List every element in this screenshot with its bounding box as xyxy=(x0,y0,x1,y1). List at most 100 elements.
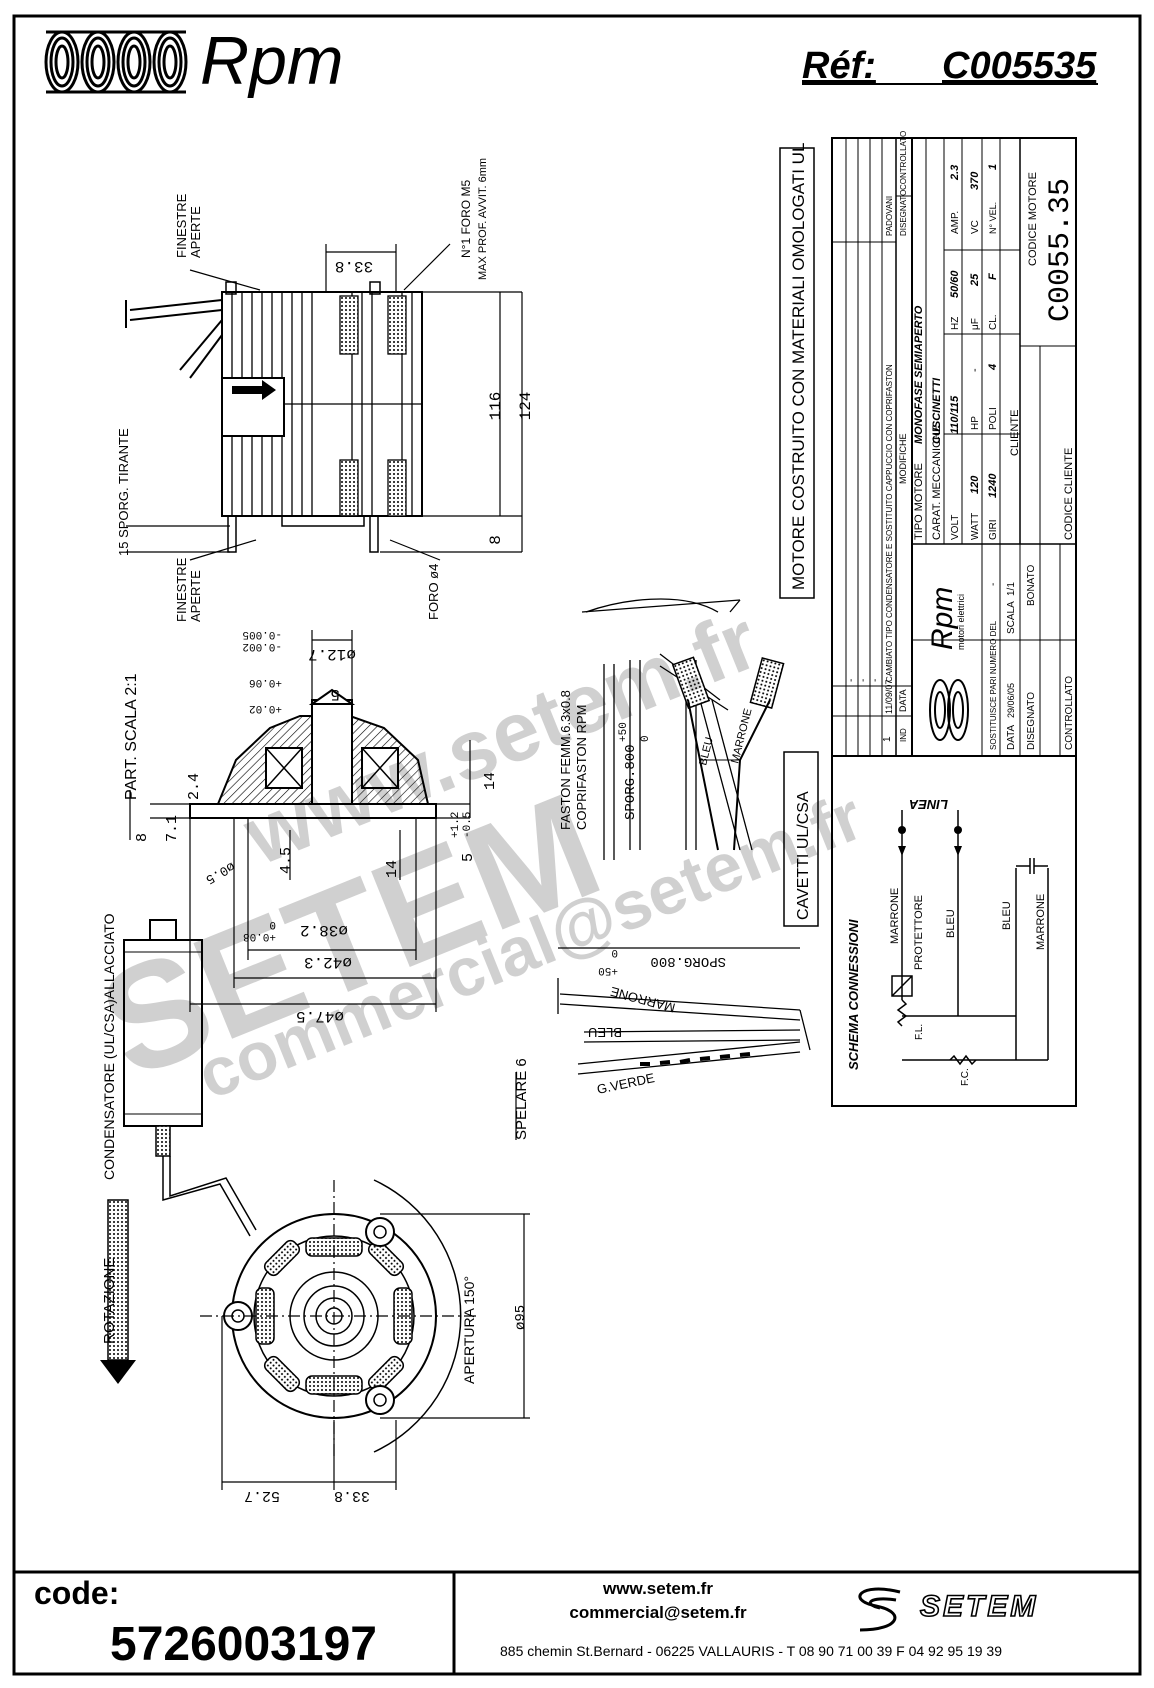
controllato-label: CONTROLLATO xyxy=(1064,676,1075,750)
sostituisce-value: - xyxy=(988,583,999,586)
dim-1-2: +1.2 xyxy=(450,812,462,838)
marrone-label-a: MARRONE xyxy=(729,707,754,764)
apertura-label: APERTURA 150° xyxy=(461,1276,477,1384)
foro-m5-2: MAX PROF. AVVIT. 6mm xyxy=(477,158,489,280)
dim-8-side: 8 xyxy=(487,535,505,545)
rotazione-label: ROTAZIONE xyxy=(101,1258,118,1344)
footer-email: commercial@setem.fr xyxy=(569,1603,747,1622)
ref-value: C005535 xyxy=(942,45,1097,87)
code-box xyxy=(12,1570,456,1676)
dim-8-shaft: 8 xyxy=(134,833,151,842)
title-block xyxy=(831,137,1077,1107)
wiring-detail: FASTON FEMM.6.3x0.8 COPRIFASTON RPM SPOR… xyxy=(513,598,819,1140)
spec-watt-label: WATT xyxy=(970,513,981,540)
spec-uf-label: μF xyxy=(970,318,981,330)
dim-12-7-tol-2: -0.002 xyxy=(242,640,282,652)
dim-0-5: -0.5 xyxy=(462,812,474,838)
code-value: 5726003197 xyxy=(110,1618,377,1671)
rev-1-date: 11/09/07 xyxy=(884,680,894,714)
codice-motore-value: C0055.35 xyxy=(1044,178,1078,322)
cavetti-box xyxy=(783,751,819,927)
schema-linea: LINEA xyxy=(909,797,948,812)
schema-fc: F.C. xyxy=(960,1068,971,1086)
motor-front-view: ROTAZIONE APERTURA 150° ø95 52.7 33.8 xyxy=(100,1179,530,1504)
tipo-motore-label: TIPO MOTORE xyxy=(913,463,925,540)
rev-4-text: - xyxy=(846,679,857,682)
schema-bleu2: BLEU xyxy=(1001,901,1013,930)
sostituisce-label: SOSTITUISCE PARI NUMERO DEL xyxy=(989,620,998,750)
scala-label: SCALA xyxy=(1006,601,1017,634)
schema-protettore: PROTETTORE xyxy=(913,895,925,970)
cavetti-label: CAVETTI UL/CSA xyxy=(795,791,812,920)
spec-cl-value: F xyxy=(987,273,999,280)
bleu-label-b: BLEU xyxy=(588,1025,622,1040)
rev-header-controllato: CONTROLLATO xyxy=(899,131,908,190)
codice-motore-label: CODICE MOTORE xyxy=(1027,172,1039,266)
scala-value: 1/1 xyxy=(1006,582,1017,596)
setem-swoosh-icon xyxy=(858,1587,901,1632)
sporg-800-b-tol-2: 0 xyxy=(611,946,618,958)
marrone-label-b: MARRONE xyxy=(608,984,676,1016)
tipo-motore-value-2: CUSCINETTI xyxy=(931,377,943,444)
footer-website: www.setem.fr xyxy=(602,1579,713,1598)
spec-vc-value: 370 xyxy=(969,171,981,190)
spec-hz-label: HZ xyxy=(950,317,961,330)
spec-cl-label: CL. xyxy=(988,314,999,330)
dim-124: 124 xyxy=(517,392,535,421)
foro-m5-1: N°1 FORO M5 xyxy=(459,180,473,258)
capacitor: CONDENSATORE (UL/CSA)ALLACCIATO xyxy=(101,913,257,1237)
dim-14: 14 xyxy=(482,772,499,790)
setem-brand: SETEM xyxy=(920,1590,1038,1623)
data-value: 29/06/05 xyxy=(1006,683,1016,718)
dim-14-b: 14 xyxy=(384,860,401,878)
spelare-label: SPELARE 6 xyxy=(513,1058,530,1140)
rev-header-name: PADOVANI xyxy=(885,196,894,236)
rpm-small-brand: Rpm xyxy=(926,587,959,650)
dim-52-7: 52.7 xyxy=(244,1487,280,1504)
schema-connessioni: SCHEMA CONNESSIONI LINEA MARRONE PROTETT… xyxy=(846,797,1049,1086)
disegnato-label: DISEGNATO xyxy=(1026,692,1037,750)
finestre-top-1: FINESTRE xyxy=(174,193,189,258)
rev-header-n: IND xyxy=(899,728,908,742)
dim-33-8-top: 33.8 xyxy=(335,257,373,275)
spec-nvel-label: N° VEL. xyxy=(988,202,998,234)
carat-label: CARAT. MECCANICHE xyxy=(931,425,943,540)
dim-r: ø0.5 xyxy=(203,859,238,888)
footer-address: 885 chemin St.Bernard - 06225 VALLAURIS … xyxy=(500,1643,1002,1659)
watermark: www.setem.fr SETEM commercial@setem.fr xyxy=(79,592,873,1114)
dim-7-1: 7.1 xyxy=(164,815,181,842)
codice-cliente-label: CODICE CLIENTE xyxy=(1063,448,1075,540)
rev-1-text: CAMBIATO TIPO CONDENSATORE E SOSTITUITO … xyxy=(885,364,894,682)
sporg-800-a-tol-2: 0 xyxy=(640,735,652,742)
rev-1-n: 1 xyxy=(882,736,893,742)
schema-marrone2: MARRONE xyxy=(1035,894,1047,950)
motor-side-view: 33.8 116 124 8 15 SPORG. TIRANTE FORO ø4… xyxy=(116,158,535,622)
rpm-logo-icon xyxy=(44,30,188,94)
disegnato-value: BONATO xyxy=(1026,564,1037,606)
spec-volt-label: VOLT xyxy=(950,515,961,540)
finestre-bottom-1: FINESTRE xyxy=(174,557,189,622)
dim-12-7-tol-1: -0.005 xyxy=(242,628,282,640)
tol-shaft-2: +0.02 xyxy=(249,702,282,714)
shaft-detail: PART. SCALA 2:1 ø12.7 -0.005 -0.002 5 +0… xyxy=(123,628,499,1025)
sporg-tirante-label: 15 SPORG. TIRANTE xyxy=(116,428,131,556)
cliente-label: CLIENTE xyxy=(1009,410,1021,456)
tipo-motore-value-1: MONOFASE SEMIAPERTO xyxy=(913,305,925,444)
spec-hp-value: - xyxy=(969,368,981,372)
dim-38-2-tol-1: +0.08 xyxy=(243,930,276,942)
dim-4-5: 4.5 xyxy=(278,847,295,874)
spec-nvel-value: 1 xyxy=(987,164,999,170)
spec-amp-value: 2.3 xyxy=(949,165,961,181)
tol-shaft-1: +0.06 xyxy=(249,676,282,688)
sporg-800-a-tol-1: +50 xyxy=(618,722,630,742)
rev-3-text: - xyxy=(858,679,869,682)
dim-116: 116 xyxy=(487,392,505,421)
faston-label-2: COPRIFASTON RPM xyxy=(574,705,589,830)
spec-poli-label: POLI xyxy=(988,407,999,430)
code-label: code: xyxy=(34,1575,119,1611)
sporg-800-b: SPORG.800 xyxy=(650,953,726,969)
schema-fl: F.L. xyxy=(914,1024,925,1040)
dim-33-8-front: 33.8 xyxy=(334,1487,370,1504)
spec-amp-label: AMP. xyxy=(950,211,961,234)
